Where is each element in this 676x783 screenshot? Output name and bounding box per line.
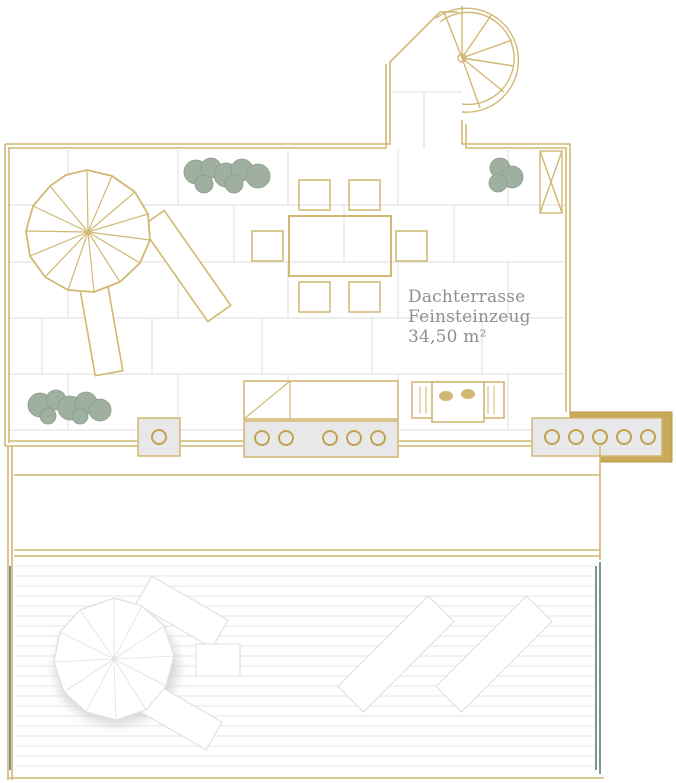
green-railing — [9, 562, 601, 774]
room-label: Dachterrasse Feinsteinzeug 34,50 m² — [408, 287, 531, 347]
chair-icon — [251, 179, 428, 313]
room-area: 34,50 m² — [408, 327, 487, 347]
plant-icon — [27, 389, 112, 425]
plant-icon — [183, 157, 271, 194]
room-material: Feinsteinzeug — [408, 307, 531, 327]
outdoor-kitchen-icon — [243, 380, 399, 458]
planter-ring — [151, 429, 656, 446]
room-name: Dachterrasse — [408, 287, 526, 307]
grill-icon — [411, 381, 505, 423]
plant-icon — [488, 157, 524, 193]
lower-terrace-outline — [7, 446, 604, 780]
sun-lounger-icon — [129, 575, 553, 751]
planter-icon — [137, 417, 663, 457]
parasol-icon — [25, 169, 151, 293]
spiral-staircase-icon — [435, 6, 520, 113]
dining-table-icon — [288, 215, 392, 277]
parasol-icon — [53, 597, 175, 721]
storage-box — [539, 150, 563, 214]
